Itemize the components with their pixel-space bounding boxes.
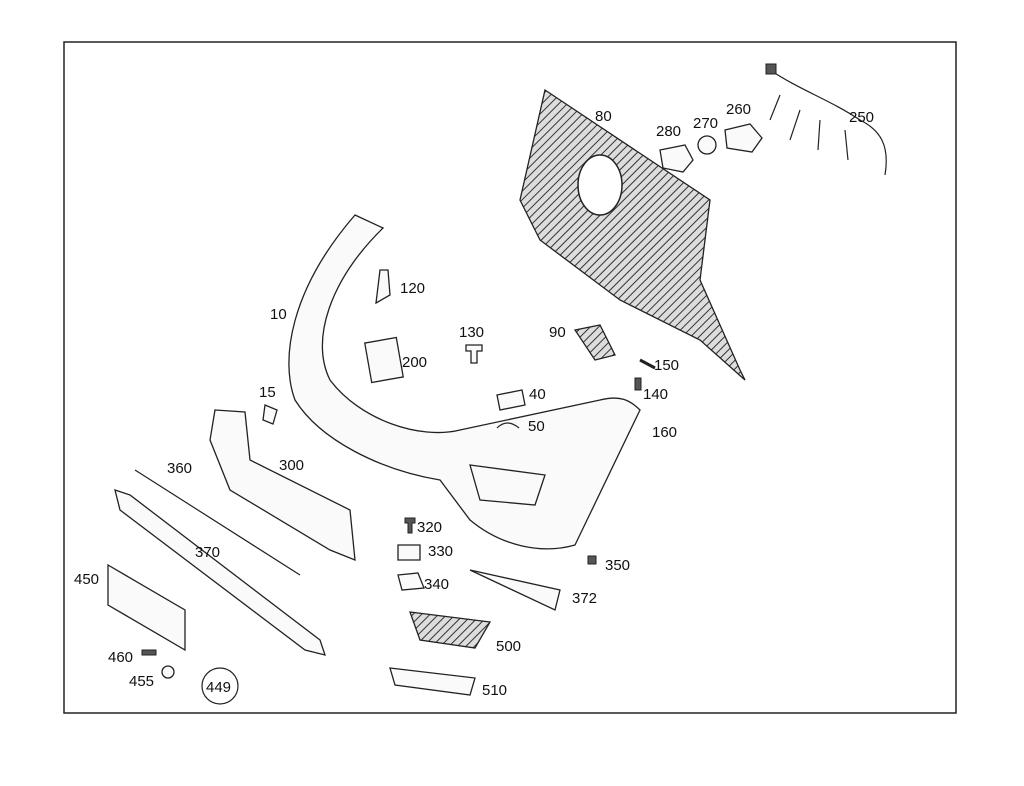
part-bumper-cover bbox=[288, 214, 641, 550]
label-500: 500 bbox=[496, 638, 521, 655]
label-450: 450 bbox=[74, 571, 99, 588]
label-460: 460 bbox=[108, 649, 133, 666]
part-trim-370 bbox=[114, 489, 326, 656]
label-200: 200 bbox=[402, 354, 427, 371]
label-372: 372 bbox=[572, 590, 597, 607]
part-wiring-harness bbox=[765, 63, 887, 176]
label-90: 90 bbox=[549, 324, 566, 341]
part-labels: 80 280 270 260 250 120 10 130 90 200 150… bbox=[74, 101, 874, 699]
label-40: 40 bbox=[529, 386, 546, 403]
label-80: 80 bbox=[595, 108, 612, 125]
part-screw-320 bbox=[404, 517, 416, 534]
part-15 bbox=[262, 404, 278, 425]
part-330 bbox=[397, 544, 421, 561]
label-455: 455 bbox=[129, 673, 154, 690]
label-120: 120 bbox=[400, 280, 425, 297]
part-parking-sensors bbox=[659, 123, 763, 173]
part-grille bbox=[519, 88, 746, 381]
label-50: 50 bbox=[528, 418, 545, 435]
label-15: 15 bbox=[259, 384, 276, 401]
part-module-200 bbox=[364, 336, 404, 384]
part-grille-500 bbox=[409, 611, 492, 649]
label-280: 280 bbox=[656, 123, 681, 140]
label-340: 340 bbox=[424, 576, 449, 593]
part-bracket-120 bbox=[375, 269, 391, 305]
part-340 bbox=[397, 572, 425, 591]
label-320: 320 bbox=[417, 519, 442, 536]
part-screw-460 bbox=[141, 649, 157, 656]
part-449-circle bbox=[201, 667, 239, 705]
part-clip-130 bbox=[465, 344, 483, 364]
label-130: 130 bbox=[459, 324, 484, 341]
part-carrier-300 bbox=[209, 409, 356, 562]
part-license-plate-450 bbox=[107, 563, 186, 652]
part-50 bbox=[496, 422, 520, 429]
label-160: 160 bbox=[652, 424, 677, 441]
part-trim-372 bbox=[469, 569, 561, 611]
label-250: 250 bbox=[849, 109, 874, 126]
diagram-frame bbox=[63, 41, 957, 714]
label-260: 260 bbox=[726, 101, 751, 118]
part-trim-510 bbox=[389, 667, 476, 696]
part-150 bbox=[639, 358, 656, 370]
part-strip-360 bbox=[134, 469, 301, 576]
label-330: 330 bbox=[428, 543, 453, 560]
label-150: 150 bbox=[654, 357, 679, 374]
label-10: 10 bbox=[270, 306, 287, 323]
label-300: 300 bbox=[279, 457, 304, 474]
part-cover-40 bbox=[496, 389, 526, 411]
label-350: 350 bbox=[605, 557, 630, 574]
label-370: 370 bbox=[195, 544, 220, 561]
label-449: 449 bbox=[206, 679, 231, 696]
label-140: 140 bbox=[643, 386, 668, 403]
label-510: 510 bbox=[482, 682, 507, 699]
label-270: 270 bbox=[693, 115, 718, 132]
label-360: 360 bbox=[167, 460, 192, 477]
part-350 bbox=[587, 555, 597, 565]
part-grille-insert-90 bbox=[573, 324, 616, 361]
part-screw-140 bbox=[634, 377, 642, 391]
part-455 bbox=[161, 665, 175, 679]
